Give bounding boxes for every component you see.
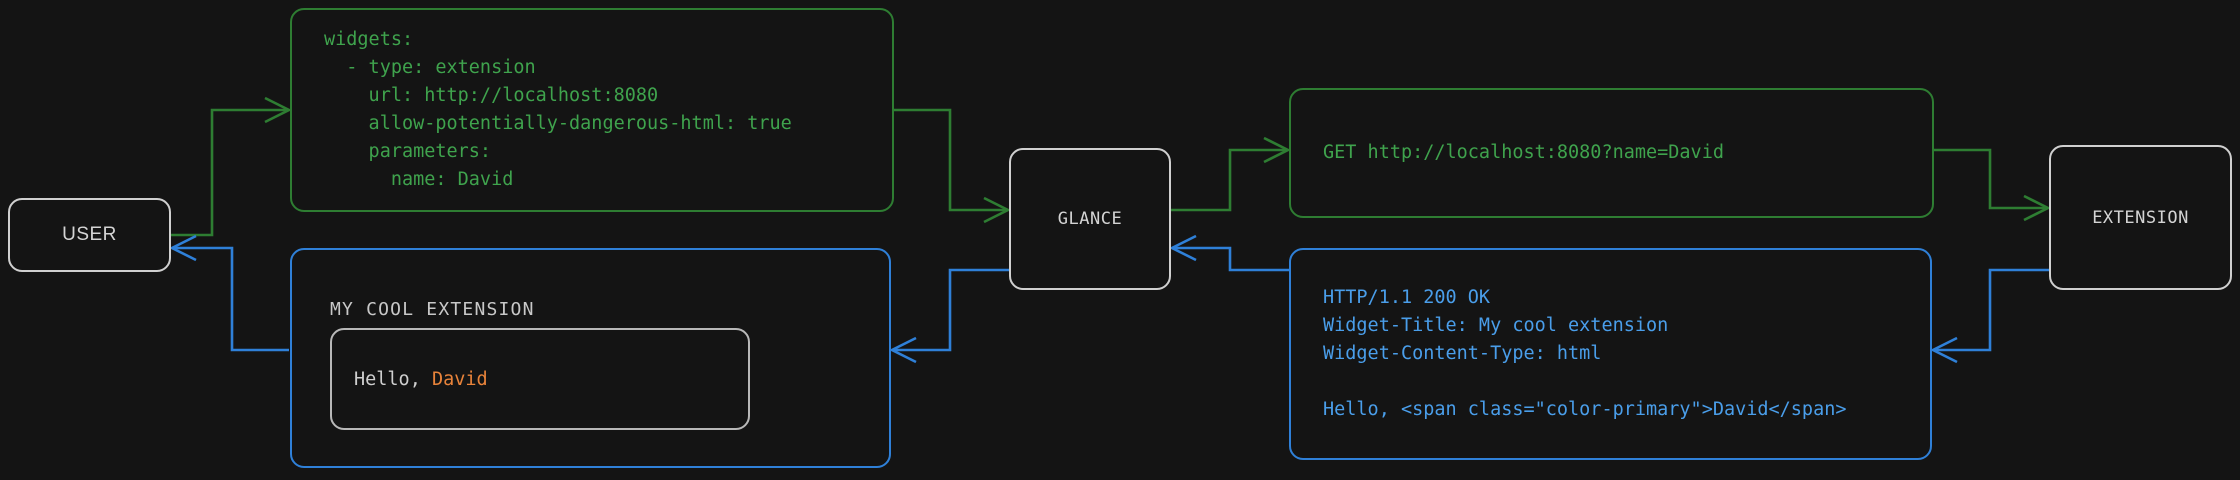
config-yaml-text: widgets: - type: extension url: http://l… bbox=[324, 29, 792, 190]
edge-user-to-config bbox=[171, 96, 292, 237]
edge-widget-to-user bbox=[169, 234, 289, 352]
http-response-box: HTTP/1.1 200 OK Widget-Title: My cool ex… bbox=[1289, 248, 1932, 460]
http-request-text: GET http://localhost:8080?name=David bbox=[1323, 142, 1724, 163]
config-yaml-box: widgets: - type: extension url: http://l… bbox=[290, 8, 894, 212]
node-user-label: USER bbox=[62, 224, 117, 245]
node-extension-label: EXTENSION bbox=[2092, 207, 2189, 228]
widget-preview-card: Hello, David bbox=[330, 328, 750, 430]
node-glance[interactable]: GLANCE bbox=[1009, 148, 1171, 290]
edge-response-to-glance bbox=[1169, 234, 1289, 272]
widget-card-name: David bbox=[431, 368, 488, 390]
node-user[interactable]: USER bbox=[8, 198, 171, 272]
http-request-box: GET http://localhost:8080?name=David bbox=[1289, 88, 1934, 218]
edge-glance-to-widget bbox=[889, 268, 1009, 364]
edge-extension-to-response bbox=[1930, 268, 2049, 364]
widget-card-greeting: Hello, bbox=[354, 368, 432, 390]
node-extension[interactable]: EXTENSION bbox=[2049, 145, 2232, 290]
widget-card-content: Hello, David bbox=[332, 369, 488, 390]
edge-request-to-extension bbox=[1934, 148, 2051, 222]
http-response-text: HTTP/1.1 200 OK Widget-Title: My cool ex… bbox=[1323, 287, 1847, 420]
widget-preview-title: MY COOL EXTENSION bbox=[330, 299, 535, 320]
edge-glance-to-request bbox=[1171, 136, 1291, 212]
edge-config-to-glance bbox=[894, 108, 1011, 224]
node-glance-label: GLANCE bbox=[1057, 209, 1123, 229]
